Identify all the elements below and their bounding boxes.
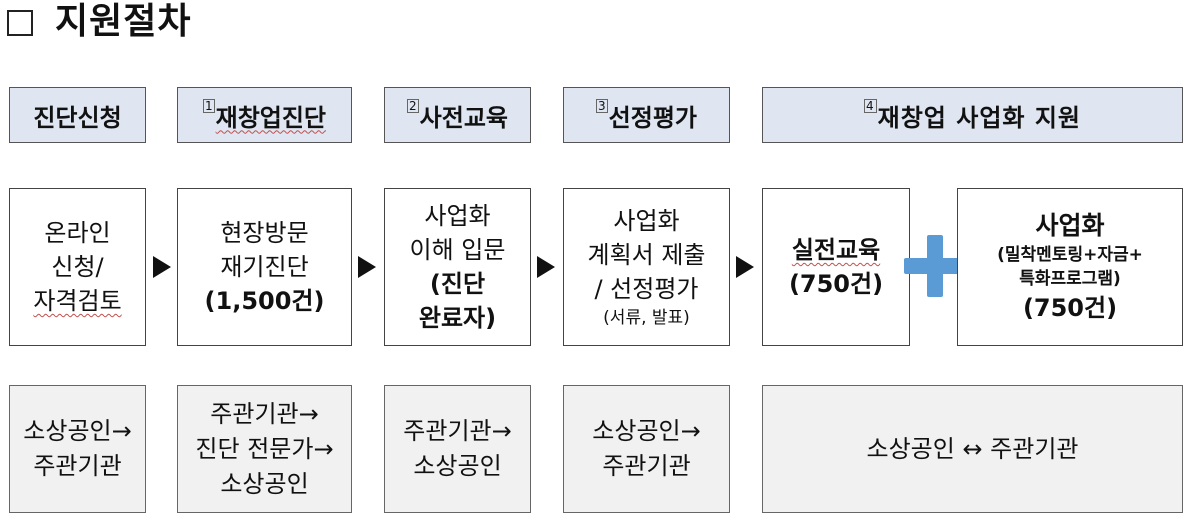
step-line: (진단 [429,270,486,298]
header-label: 진단신청 [33,103,122,132]
step-number-badge: 1 [202,99,215,113]
step-line: 특화프로그램) [1019,269,1121,289]
step-count: (750건) [788,270,884,298]
step-line: 현장방문 [220,219,309,247]
flow-line: 소상공인 [413,452,502,480]
step-number-badge: 2 [407,99,419,113]
header-label: 사전교육 [419,103,508,132]
step-line: 이해 입문 [409,236,506,264]
step-evaluation-box: 사업화 계획서 제출 / 선정평가 (서류, 발표) [563,188,730,346]
flow-line: 주관기관 [33,452,122,480]
step-number-badge: 3 [596,99,608,113]
step-apply-box: 온라인 신청/ 자격검토 [9,188,146,346]
step-line: / 선정평가 [594,275,699,303]
step-count: (1,500건) [204,287,325,315]
step-line: 온라인 [44,219,111,247]
flow-support-box: 소상공인 ↔ 주관기관 [762,385,1183,513]
step-line: 사업화 [1035,211,1105,240]
header-apply: 진단신청 [9,87,146,143]
flow-line: 주관기관→ [210,399,319,428]
square-outline-icon [7,10,33,36]
step-commercialization-box: 사업화 (밀착멘토링+자금+ 특화프로그램) (750건) [957,188,1183,346]
flow-line: 소상공인 ↔ 주관기관 [866,434,1079,463]
arrow-right-icon [736,256,754,278]
flow-line: 진단 전문가→ [195,434,334,463]
flow-line: 소상공인→ [592,417,701,445]
flow-pre-education-box: 주관기관→ 소상공인 [384,385,531,513]
step-number-badge: 4 [864,99,877,113]
step-line: 사업화 [613,207,680,235]
step-diagnosis-box: 현장방문 재기진단 (1,500건) [177,188,352,346]
plus-icon-bar [904,258,966,274]
step-line: 자격검토 [33,287,122,315]
flow-line: 주관기관→ [403,417,512,445]
header-label: 재창업 사업화 지원 [877,103,1081,132]
arrow-right-icon [537,256,555,278]
step-line: (밀착멘토링+자금+ [997,245,1143,265]
step-line: 실전교육 [791,236,881,264]
flow-line: 소상공인 [220,469,309,498]
step-pre-education-box: 사업화 이해 입문 (진단 완료자) [384,188,531,346]
page-title: 지원절차 [55,1,192,42]
header-label: 선정평가 [608,103,697,132]
step-line: 신청/ [51,253,104,281]
header-label: 재창업진단 [215,103,327,132]
step-line: 계획서 제출 [587,241,706,269]
step-note: (서류, 발표) [603,308,690,328]
arrow-right-icon [358,256,376,278]
flow-diagnosis-box: 주관기관→ 진단 전문가→ 소상공인 [177,385,352,513]
step-line: 재기진단 [220,253,309,281]
flow-line: 주관기관 [602,452,691,480]
step-practical-education-box: 실전교육 (750건) [762,188,910,346]
step-line: 완료자) [418,304,497,332]
flow-evaluation-box: 소상공인→ 주관기관 [563,385,730,513]
flow-apply-box: 소상공인→ 주관기관 [9,385,146,513]
step-line: 사업화 [424,202,491,230]
step-count: (750건) [1022,294,1118,322]
flow-line: 소상공인→ [23,417,132,445]
arrow-right-icon [153,256,171,278]
